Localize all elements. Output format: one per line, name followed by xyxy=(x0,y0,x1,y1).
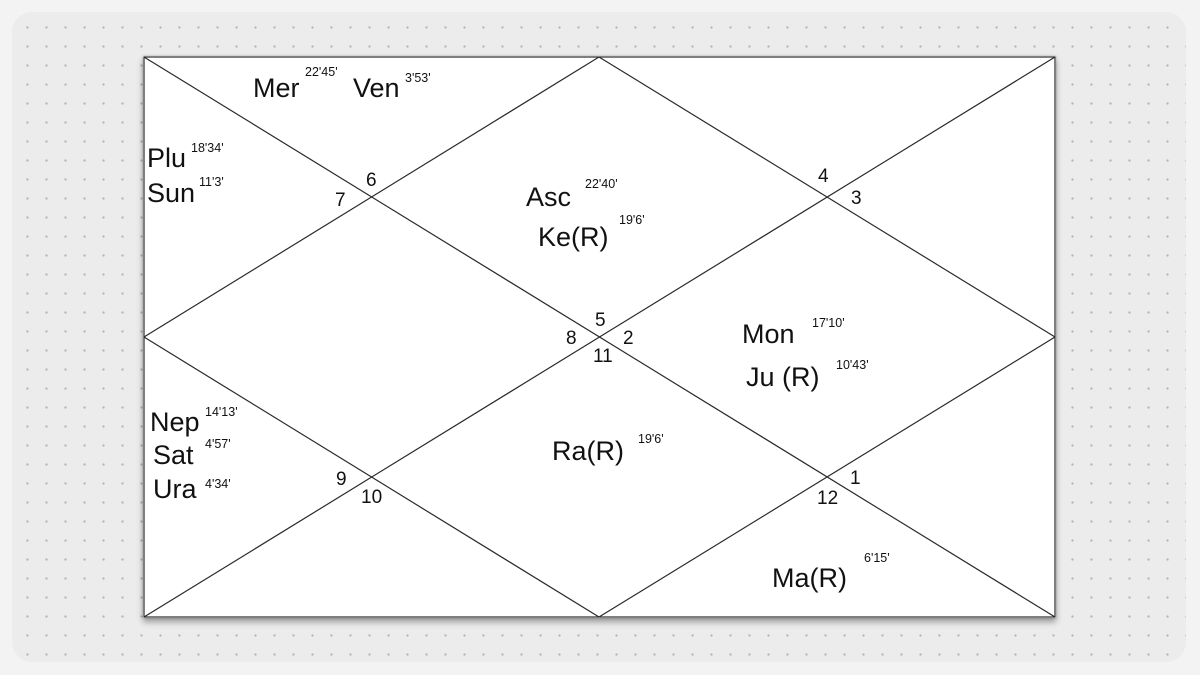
planet-ju: Ju (R) xyxy=(746,362,820,392)
degree-ma: 6'15' xyxy=(864,551,890,565)
planet-sat: Sat xyxy=(153,440,194,470)
house-number-7: 7 xyxy=(335,190,346,211)
degree-ura: 4'34' xyxy=(205,477,231,491)
diamond-edge xyxy=(143,56,600,338)
degree-ra: 19'6' xyxy=(638,432,664,446)
house-number-10: 10 xyxy=(361,487,382,508)
planet-sun: Sun xyxy=(147,178,195,208)
degree-plu: 18'34' xyxy=(191,141,224,155)
planet-ke: Ke(R) xyxy=(538,222,609,252)
house-number-8: 8 xyxy=(566,328,577,349)
planet-plu: Plu xyxy=(147,143,186,173)
degree-nep: 14'13' xyxy=(205,405,238,419)
house-number-11: 11 xyxy=(593,346,613,367)
diagonal-line xyxy=(143,56,1056,618)
house-number-1: 1 xyxy=(850,468,861,489)
house-number-12: 12 xyxy=(817,488,838,509)
degree-mer: 22'45' xyxy=(305,65,338,79)
degree-sat: 4'57' xyxy=(205,437,231,451)
planet-mer: Mer xyxy=(253,73,300,103)
birth-chart: 1 2 3 4 5 6 7 8 9 10 11 12 Mer 22'45' Ve… xyxy=(143,56,1056,618)
degree-ven: 3'53' xyxy=(405,71,431,85)
planet-ven: Ven xyxy=(353,73,400,103)
diamond-edge xyxy=(598,336,1056,618)
house-number-5: 5 xyxy=(595,310,606,331)
house-number-3: 3 xyxy=(851,188,862,209)
house-number-9: 9 xyxy=(336,469,347,490)
house-number-6: 6 xyxy=(366,170,377,191)
diamond-edge xyxy=(598,56,1056,338)
degree-ju: 10'43' xyxy=(836,358,869,372)
degree-mon: 17'10' xyxy=(812,316,845,330)
house-number-2: 2 xyxy=(623,328,634,349)
diamond-edge xyxy=(143,336,600,618)
planet-nep: Nep xyxy=(150,407,200,437)
degree-ke: 19'6' xyxy=(619,213,645,227)
planet-ura: Ura xyxy=(153,474,197,504)
planet-ra: Ra(R) xyxy=(552,436,624,466)
degree-sun: 11'3' xyxy=(199,175,224,189)
planet-asc: Asc xyxy=(526,182,571,212)
chart-diagram: 1 2 3 4 5 6 7 8 9 10 11 12 Mer 22'45' Ve… xyxy=(143,56,1056,618)
planet-mon: Mon xyxy=(742,319,795,349)
planet-ma: Ma(R) xyxy=(772,563,847,593)
house-number-4: 4 xyxy=(818,166,829,187)
degree-asc: 22'40' xyxy=(585,177,618,191)
